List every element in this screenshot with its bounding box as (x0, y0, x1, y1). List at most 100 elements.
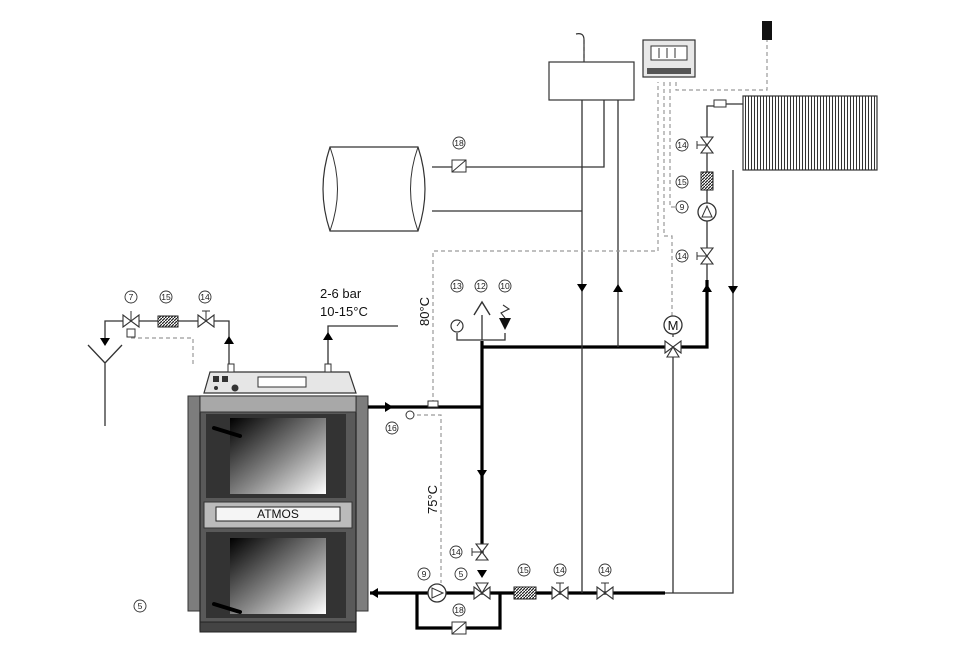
callout-15-return: 15 (517, 563, 531, 577)
boiler-base (199, 621, 357, 633)
boiler-lower-window (230, 538, 326, 614)
boiler-top-connector-right (324, 363, 332, 373)
boiler-indicator (214, 386, 218, 390)
controller (642, 39, 696, 78)
boiler-side-left (187, 395, 201, 612)
thermometer-gauge (450, 319, 464, 333)
svg-text:12: 12 (476, 281, 486, 291)
arrow-safety-top (224, 336, 234, 344)
callout-14-return-2: 14 (553, 563, 567, 577)
arrow-flow-down (477, 470, 487, 478)
secondary-pipes (87, 100, 734, 594)
pump-heating (697, 202, 717, 222)
svg-text:14: 14 (555, 565, 565, 575)
svg-text:14: 14 (677, 251, 687, 261)
boiler-lower-latch (212, 602, 242, 614)
callout-14-inlet: 14 (198, 290, 212, 304)
tank-upper-pipe (432, 100, 605, 168)
svg-text:18: 18 (454, 138, 464, 148)
flow-sensor (427, 400, 439, 408)
radiator (713, 95, 878, 171)
svg-text:14: 14 (200, 292, 210, 302)
svg-text:15: 15 (161, 292, 171, 302)
callout-12: 12 (474, 279, 488, 293)
boiler-switch-2 (222, 376, 228, 382)
svg-text:5: 5 (138, 601, 143, 611)
callout-15-heating: 15 (675, 175, 689, 189)
filter-return (513, 586, 537, 600)
hot-water-tap (575, 33, 585, 62)
boiler-upper-latch (212, 426, 242, 438)
svg-text:14: 14 (451, 547, 461, 557)
filter-inlet (157, 315, 179, 328)
arrow-tank-up (613, 284, 623, 292)
valve-heating-lower (696, 247, 715, 265)
safety-valve-inlet (122, 311, 140, 338)
boiler-knob (231, 384, 239, 392)
tank-body (322, 146, 426, 232)
callout-14-heating-1: 14 (675, 138, 689, 152)
callout-15-inlet: 15 (159, 290, 173, 304)
svg-text:18: 18 (454, 605, 464, 615)
boiler-top-connector-left (227, 363, 235, 373)
svg-text:7: 7 (129, 292, 134, 302)
hot-water-unit (548, 33, 635, 101)
radiator-return (665, 170, 734, 594)
valve-inlet (197, 310, 215, 329)
arrow-heating-up (702, 284, 712, 292)
callout-14-return-3: 14 (598, 563, 612, 577)
callout-7: 7 (124, 290, 138, 304)
tank-left-cap (329, 146, 338, 232)
boiler: ATMOS (187, 363, 369, 633)
svg-text:9: 9 (422, 569, 427, 579)
safety-relief-valve (499, 304, 511, 330)
outdoor-sensor (762, 21, 772, 40)
callout-14-heating-2: 14 (675, 249, 689, 263)
arrow-rad-return (728, 286, 738, 294)
callout-13: 13 (450, 279, 464, 293)
callout-9-heating: 9 (675, 200, 689, 214)
radiator-connector (713, 99, 727, 108)
boiler-brand-label: ATMOS (257, 507, 299, 521)
callout-16: 16 (385, 421, 399, 435)
callout-10: 10 (498, 279, 512, 293)
callout-18-bypass: 18 (452, 603, 466, 617)
filter-heating (700, 171, 714, 191)
callout-14-return: 14 (449, 545, 463, 559)
radiator-body (742, 95, 878, 171)
svg-text:15: 15 (519, 565, 529, 575)
arrow-inlet-top (323, 332, 333, 340)
valve-heating-upper (696, 136, 715, 154)
inlet-temp-label: 10-15°C (320, 304, 368, 319)
valve-return-horizontal-2 (596, 582, 614, 601)
callout-5-valve: 5 (454, 567, 468, 581)
boiler-switch-1 (213, 376, 219, 382)
return-sensor (405, 410, 415, 420)
controller-base (647, 68, 691, 74)
arrow-tank-down (577, 284, 587, 292)
cold-water-inlet (327, 325, 398, 364)
callout-5-floor: 5 (133, 599, 147, 613)
drain-funnel (87, 344, 123, 426)
motor-label: M (668, 318, 679, 333)
motor-icon (663, 315, 683, 335)
mixing-to-heating (681, 280, 709, 349)
boiler-upper-window (230, 418, 326, 494)
flow-arrows (100, 284, 738, 598)
air-vent (473, 300, 491, 316)
svg-text:9: 9 (680, 202, 685, 212)
pump-return (427, 583, 447, 603)
arrow-drain (100, 338, 110, 346)
boiler-brand-plate (215, 506, 341, 522)
callout-18-tank: 18 (452, 136, 466, 150)
flow-temp-label: 80°C (417, 297, 432, 326)
svg-text:15: 15 (677, 177, 687, 187)
thermostatic-valve (473, 582, 491, 601)
boiler-side-right (355, 395, 369, 612)
callout-9-return: 9 (417, 567, 431, 581)
tank-right-cap (410, 146, 419, 232)
arrow-boiler-return (370, 588, 378, 598)
valve-return-riser (471, 543, 490, 561)
hot-water-box (548, 61, 635, 101)
tank-valve-slash (451, 159, 467, 173)
